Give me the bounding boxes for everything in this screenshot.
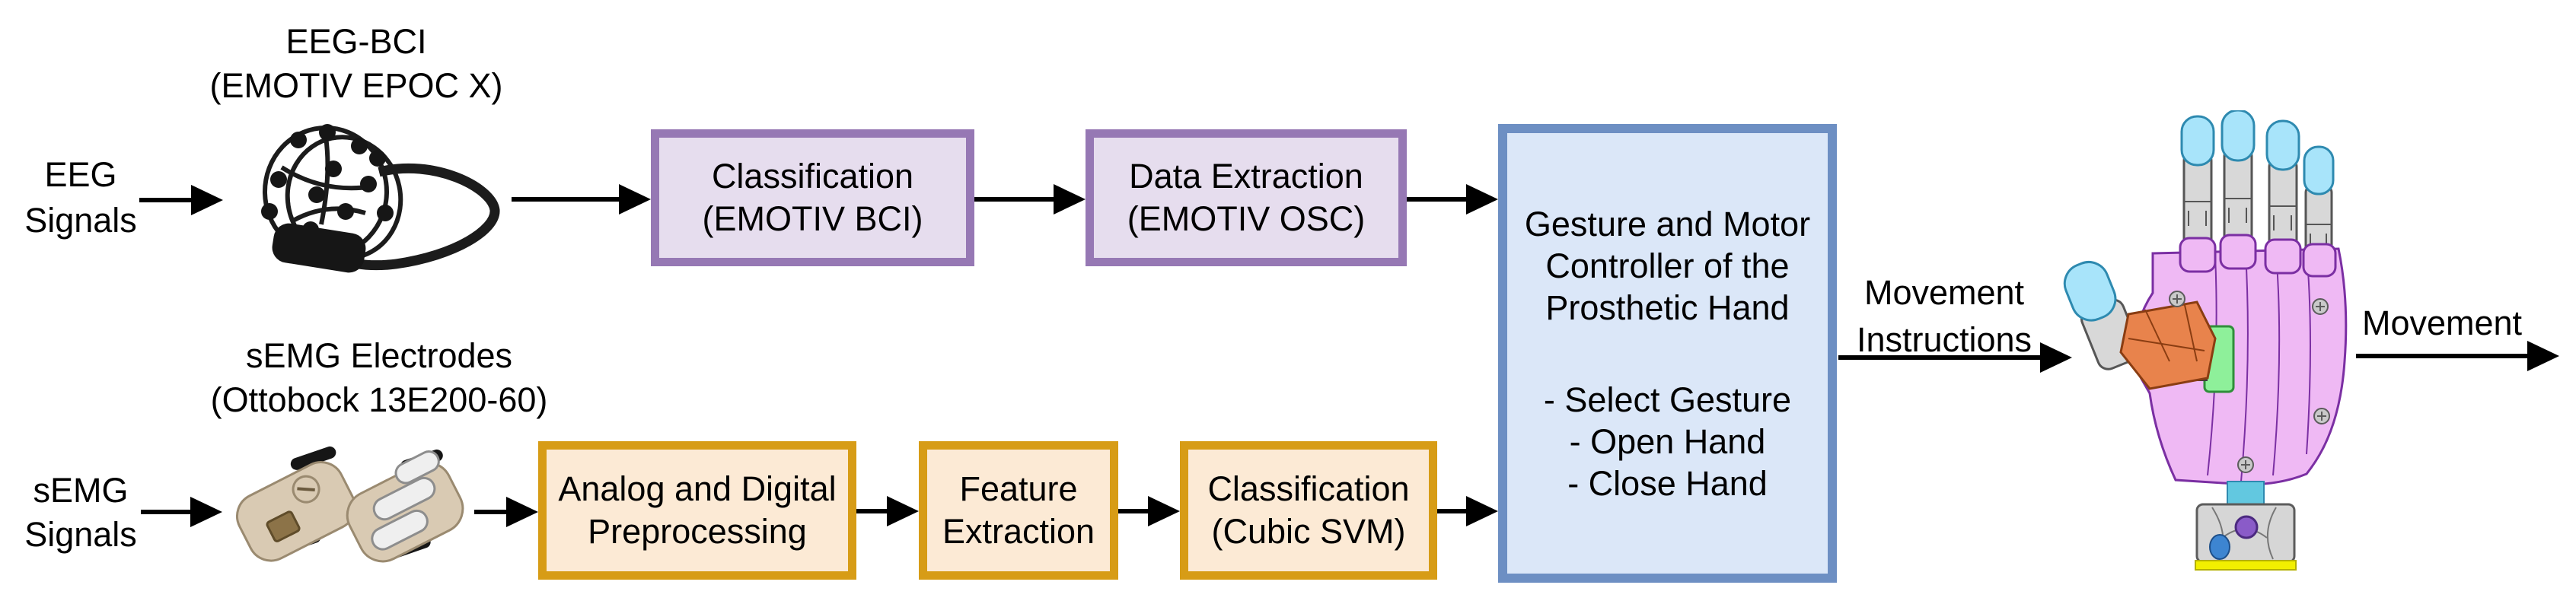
arrow-electrodes-to-preprocessing <box>474 497 538 527</box>
semg-device-label-line1: sEMG Electrodes <box>245 336 513 375</box>
eeg-signals-label: EEG Signals <box>24 155 137 240</box>
arrow-extraction-to-controller <box>1407 184 1498 215</box>
controller-item-open-hand: - Open Hand <box>1569 421 1766 461</box>
movement-label: Movement <box>2361 304 2523 342</box>
box-data-extraction-emotiv-osc: Data Extraction (EMOTIV OSC) <box>1086 129 1407 266</box>
arrowhead-icon <box>191 185 223 215</box>
box-analog-digital-preprocessing: Analog and Digital Preprocessing <box>538 441 856 580</box>
arrowhead-icon <box>1466 184 1498 215</box>
box-gesture-motor-controller: Gesture and Motor Controller of the Pros… <box>1498 124 1837 583</box>
eeg-headset-image <box>261 124 500 273</box>
box-classification-cubic-svm: Classification (Cubic SVM) <box>1180 441 1437 580</box>
arrowhead-icon <box>887 496 919 526</box>
arrowhead-icon <box>506 497 538 527</box>
arrow-semg-signals-to-electrodes <box>141 497 222 527</box>
arrow-svm-to-controller <box>1437 496 1498 526</box>
box-feature-extraction: Feature Extraction <box>919 441 1118 580</box>
prosthetic-hand-image <box>2063 110 2348 571</box>
eeg-device-label-line1: EEG-BCI <box>285 22 427 61</box>
controller-item-close-hand: - Close Hand <box>1567 463 1768 503</box>
arrowhead-icon <box>1148 496 1180 526</box>
arrow-controller-to-hand <box>1838 342 2072 373</box>
eeg-device-label: EEG-BCI (EMOTIV EPOC X) <box>181 20 531 108</box>
box-classification-emotiv-bci: Classification (EMOTIV BCI) <box>651 129 974 266</box>
controller-item-select-gesture: - Select Gesture <box>1543 380 1792 419</box>
arrowhead-icon <box>1054 184 1086 215</box>
arrowhead-icon <box>190 497 222 527</box>
arrow-feature-to-svm <box>1118 496 1180 526</box>
arrowhead-icon <box>2040 342 2072 373</box>
arrow-hand-movement-output <box>2356 341 2559 371</box>
arrowhead-icon <box>619 184 651 215</box>
eeg-device-label-line2: (EMOTIV EPOC X) <box>209 66 503 105</box>
arrow-classification-to-extraction <box>974 184 1086 215</box>
arrow-headset-to-classification <box>512 184 651 215</box>
movement-instructions-label: Movement Instructions <box>1856 273 2032 359</box>
arrowhead-icon <box>2527 341 2559 371</box>
semg-electrodes-image <box>236 446 464 563</box>
arrow-eeg-signals-to-headset <box>139 185 223 215</box>
semg-signals-label: sEMG Signals <box>24 471 137 554</box>
semg-device-label-line2: (Ottobock 13E200-60) <box>210 380 548 419</box>
arrowhead-icon <box>1466 496 1498 526</box>
semg-device-label: sEMG Electrodes (Ottobock 13E200-60) <box>204 334 554 422</box>
arrow-preprocessing-to-feature <box>856 496 919 526</box>
